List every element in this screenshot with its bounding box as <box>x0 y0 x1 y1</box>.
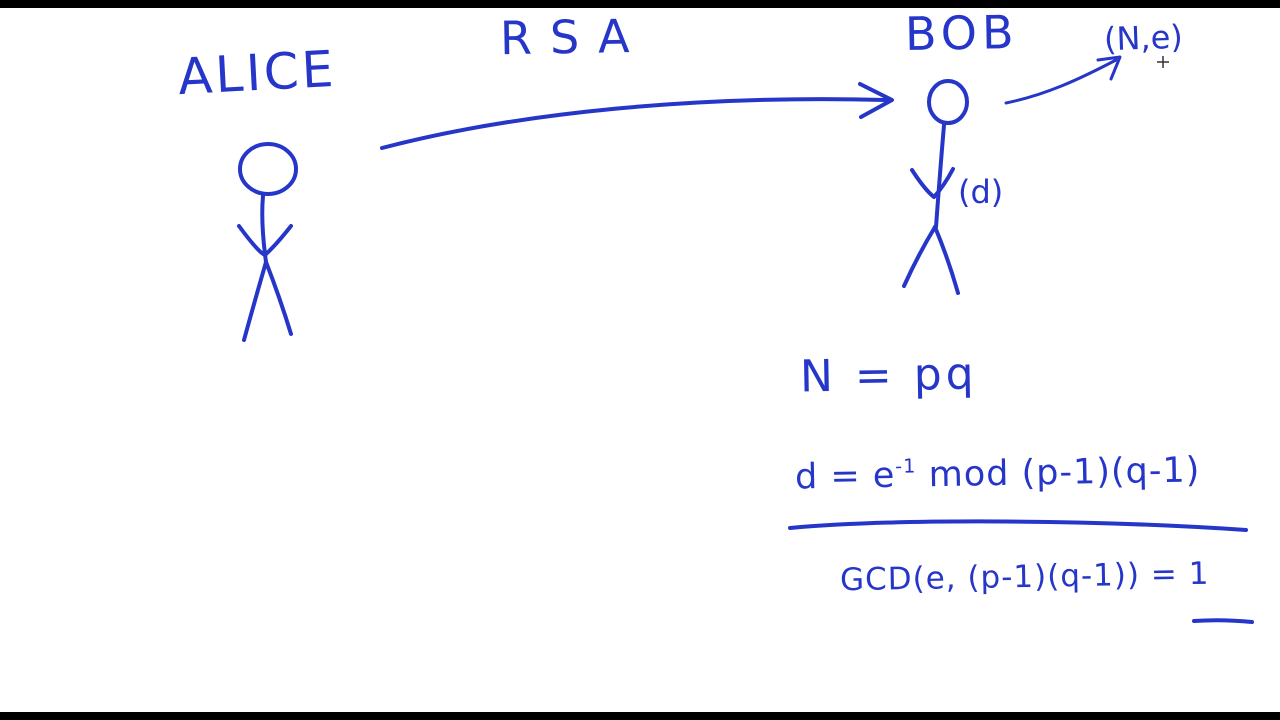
alice-left-leg <box>242 260 268 342</box>
equation-gcd-prefix: GCD(e, (p-1)(q-1)) = <box>839 556 1190 599</box>
gcd-result-underline <box>1192 618 1254 624</box>
alice-right-leg <box>264 260 293 336</box>
letterbox-bottom-bar <box>0 712 1280 720</box>
message-arrow <box>380 82 894 150</box>
message-arrow-head <box>858 82 894 119</box>
alice-arms <box>237 224 293 257</box>
alice-stick-figure <box>237 142 298 342</box>
equation-d: d = e-1 mod (p-1)(q-1) <box>794 450 1201 498</box>
d-equation-underline <box>788 519 1248 532</box>
equation-d-prefix: d = e <box>794 455 896 498</box>
alice-label: ALICE <box>176 39 338 107</box>
message-arrow-shaft <box>380 97 888 150</box>
publish-key-arrow-head <box>1096 55 1122 81</box>
publish-key-arrow <box>1004 55 1122 105</box>
bob-head <box>927 79 969 125</box>
rsa-title: RSA <box>499 8 648 66</box>
letterbox-top-bar <box>0 0 1280 8</box>
private-key-label: (d) <box>958 173 1004 211</box>
public-key-label: (N,e) <box>1103 17 1184 59</box>
publish-key-arrow-shaft <box>1004 58 1118 105</box>
bob-stick-figure <box>902 79 969 295</box>
bob-label: BOB <box>904 5 1019 61</box>
bob-right-leg <box>933 225 960 295</box>
mouse-cursor <box>1157 56 1169 68</box>
bob-arms <box>910 167 955 199</box>
equation-gcd-result: 1 <box>1188 555 1210 593</box>
equation-n: N = pq <box>799 348 979 403</box>
bob-left-leg <box>902 225 937 288</box>
equation-d-exponent: -1 <box>894 454 917 478</box>
bob-body <box>934 123 946 229</box>
alice-head <box>238 142 298 196</box>
equation-gcd: GCD(e, (p-1)(q-1)) = 1 <box>839 555 1210 599</box>
equation-d-suffix: mod (p-1)(q-1) <box>916 450 1201 496</box>
